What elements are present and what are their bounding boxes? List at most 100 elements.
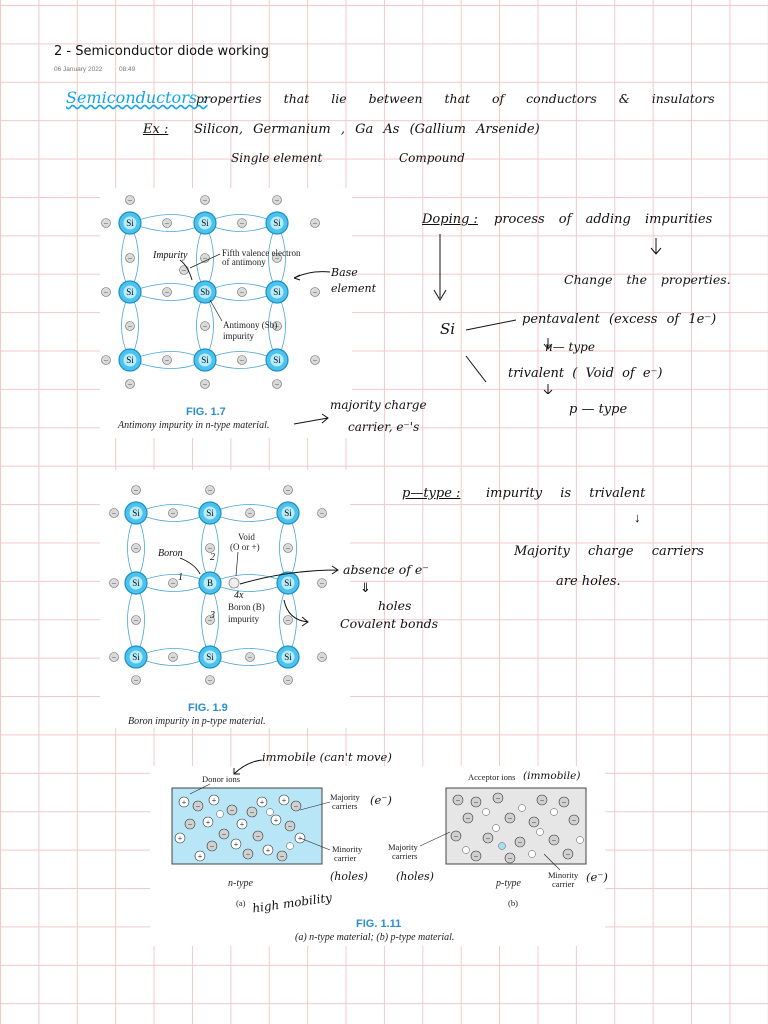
fig-a-label: (a) — [236, 898, 246, 908]
acceptor-ion — [558, 796, 570, 808]
acceptor-ion — [504, 812, 516, 824]
svg-text:−: − — [112, 579, 117, 588]
atom-si-label: Si — [206, 652, 214, 662]
ion-sign: − — [474, 852, 479, 861]
ion-sign: + — [178, 834, 183, 843]
svg-text:−: − — [208, 486, 213, 495]
ion-sign: − — [572, 816, 577, 825]
ion-sign: + — [206, 818, 211, 827]
antimony-lattice-diagram: −−−− −−−− −−−− −−− −−− −−− −−− − Si Si S… — [101, 195, 320, 389]
majority-hole — [492, 824, 500, 832]
svg-text:−: − — [320, 653, 325, 662]
ion-sign: − — [210, 842, 215, 851]
majority-holes-note-2: are holes. — [556, 574, 621, 589]
holes-paren-note-2: (holes) — [396, 870, 434, 883]
ion-sign: + — [282, 796, 287, 805]
svg-text:−: − — [208, 676, 213, 685]
svg-text:−: − — [203, 196, 208, 205]
minority-hole — [266, 808, 274, 816]
atom-si-label: Si — [201, 218, 209, 228]
svg-text:−: − — [313, 219, 318, 228]
acceptor-ion — [504, 852, 516, 864]
holes-paren-note-1: (holes) — [330, 870, 368, 883]
semiconductors-heading: Semiconductors : — [66, 88, 208, 107]
acceptor-ion — [514, 836, 526, 848]
svg-text:−: − — [104, 356, 109, 365]
donor-ion — [236, 818, 248, 830]
bond-4x: 4x — [234, 590, 244, 601]
atom-b-label: B — [207, 578, 213, 588]
atom-si-label: Si — [132, 652, 140, 662]
acceptor-ion — [242, 848, 254, 860]
boron-label: Boron (B) — [228, 602, 265, 612]
acceptor-ion — [452, 794, 464, 806]
svg-text:−: − — [134, 486, 139, 495]
svg-text:−: − — [208, 616, 213, 625]
majority-hole — [518, 804, 526, 812]
carriers-label-b: carriers — [392, 851, 417, 861]
type-arrows — [543, 338, 553, 394]
double-arrow-down: ⇓ — [360, 580, 371, 595]
svg-text:−: − — [313, 288, 318, 297]
svg-text:−: − — [240, 288, 245, 297]
atom-si-label: Si — [126, 287, 134, 297]
fig-b-label: (b) — [508, 898, 518, 908]
immobile-arrow — [233, 759, 263, 775]
minority-label-b: Minority — [548, 870, 579, 880]
acceptor-ion — [450, 830, 462, 842]
donor-ion — [278, 794, 290, 806]
majority-hole — [482, 808, 490, 816]
donor-ion — [194, 850, 206, 862]
ion-sign: + — [266, 846, 271, 855]
donor-ion — [208, 794, 220, 806]
base-element-note-2: element — [331, 282, 376, 295]
donor-ion — [262, 844, 274, 856]
svg-text:−: − — [275, 254, 280, 263]
ion-sign: − — [188, 820, 193, 829]
ion-sign: − — [508, 814, 513, 823]
ion-sign: + — [298, 834, 303, 843]
ion-sign: + — [260, 798, 265, 807]
boron-handwritten: Boron — [158, 548, 183, 559]
svg-text:−: − — [286, 544, 291, 553]
svg-text:−: − — [104, 219, 109, 228]
svg-text:−: − — [112, 509, 117, 518]
majority-arrow — [293, 413, 329, 425]
p-type-particles: −−−−−−−−−−−−−−−− — [450, 792, 584, 864]
acceptor-ion — [226, 804, 238, 816]
atom-si-label: Si — [126, 218, 134, 228]
single-element-note: Single element — [231, 151, 323, 165]
majority-charge-note: majority charge — [330, 398, 427, 412]
ion-sign: − — [518, 838, 523, 847]
covalent-bonds-note: Covalent bonds — [340, 616, 439, 631]
ion-sign: − — [250, 808, 255, 817]
n-type-particles: ++++++++++++−−−−−−−−−−− — [174, 794, 306, 862]
atom-si-label: Si — [284, 652, 292, 662]
trivalent-note: trivalent ( Void of e⁻) — [508, 366, 663, 381]
atom-si-label: Si — [206, 508, 214, 518]
acceptor-ion — [184, 818, 196, 830]
hole-arrows — [239, 565, 339, 627]
ion-sign: − — [552, 836, 557, 845]
svg-text:−: − — [128, 322, 133, 331]
svg-text:−: − — [320, 579, 325, 588]
ion-sign: − — [288, 822, 293, 831]
svg-text:−: − — [128, 254, 133, 263]
svg-text:−: − — [240, 356, 245, 365]
fig-1-7: −−−− −−−− −−−− −−− −−− −−− −−− − Si Si S… — [100, 188, 352, 438]
holes-note: holes — [378, 598, 412, 613]
fig-1-9-number: FIG. 1.9 — [188, 702, 228, 714]
impurity-label: impurity — [223, 331, 254, 341]
ion-sign: − — [466, 814, 471, 823]
acceptor-ion — [568, 814, 580, 826]
e-minus-note-2: (e⁻) — [586, 870, 608, 884]
void-label: Void — [238, 532, 255, 542]
majority-hole — [550, 808, 558, 816]
down-arrow: ↓ — [634, 510, 641, 525]
acceptor-ions-label: Acceptor ions — [468, 772, 515, 782]
doping-label: Doping : — [422, 212, 478, 227]
doping-definition: process of adding impurities — [494, 212, 713, 227]
svg-text:−: − — [203, 254, 208, 263]
ion-sign: − — [256, 832, 261, 841]
svg-text:−: − — [275, 322, 280, 331]
